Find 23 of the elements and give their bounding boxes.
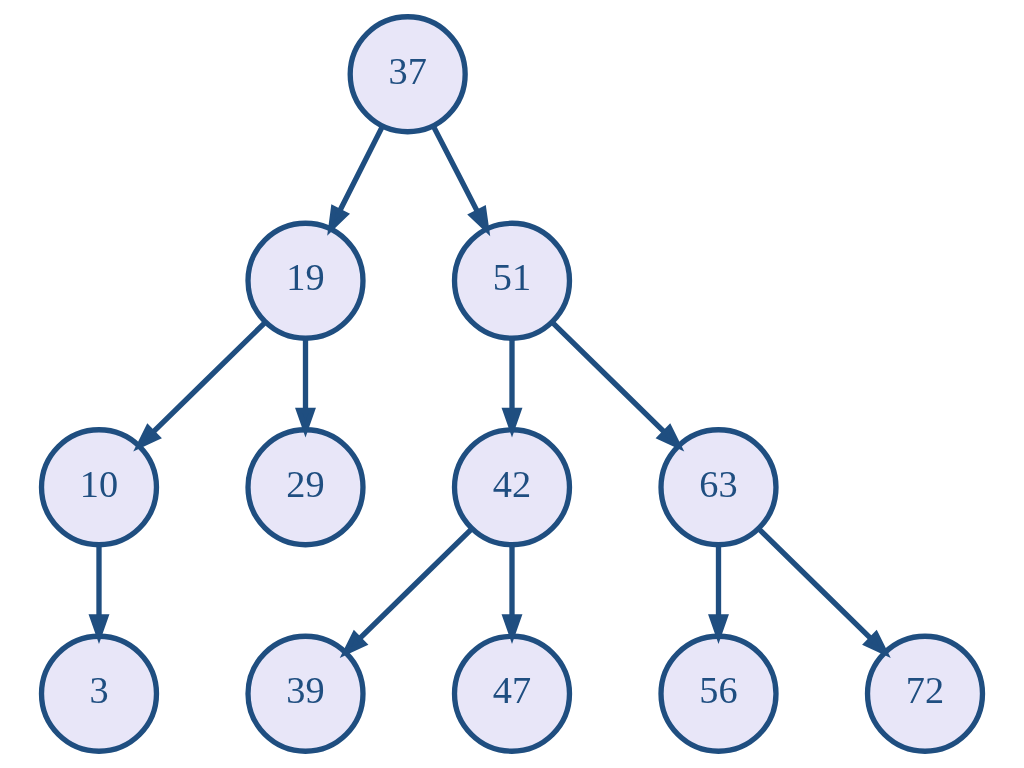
arrow <box>501 545 523 645</box>
node-circle: 10 <box>38 427 160 548</box>
node-circle: 51 <box>451 220 573 341</box>
arrow <box>708 545 729 645</box>
arrow <box>88 545 110 645</box>
node-circle: 42 <box>451 427 573 548</box>
arrow <box>327 125 385 236</box>
node-circle: 72 <box>864 633 986 754</box>
node-circle: 29 <box>245 427 366 548</box>
node-circle: 3 <box>38 633 160 754</box>
arrow <box>133 320 267 452</box>
node-circle: 47 <box>451 633 573 754</box>
arrow <box>757 527 891 659</box>
node-circle: 39 <box>245 633 366 754</box>
arrow <box>339 527 474 659</box>
arrow <box>295 338 316 438</box>
node-circle: 37 <box>347 14 468 135</box>
arrow <box>501 338 523 438</box>
arrow <box>431 125 491 237</box>
node-circle: 19 <box>245 220 366 341</box>
node-circle: 63 <box>658 427 779 548</box>
arrow <box>550 320 685 452</box>
node-circle: 56 <box>658 633 779 754</box>
